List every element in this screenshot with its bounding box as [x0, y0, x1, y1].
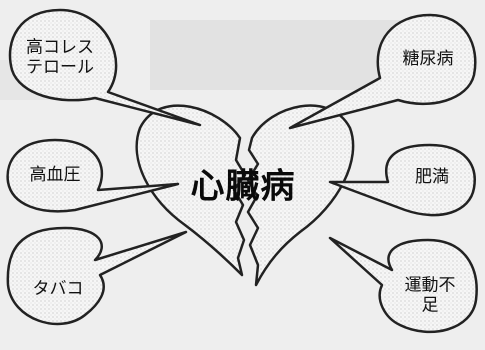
bubble-lack-of-exercise — [328, 236, 478, 334]
bubble-cholesterol — [8, 8, 202, 127]
label-tobacco: タバコ — [32, 279, 84, 300]
bubble-blood-pressure — [6, 138, 180, 213]
background-poster — [150, 20, 400, 90]
bubble-tobacco — [6, 226, 188, 326]
label-diabetes: 糖尿病 — [402, 49, 454, 70]
bubble-diabetes — [288, 13, 477, 130]
broken-heart-icon — [135, 104, 355, 287]
label-blood-pressure: 高血圧 — [29, 165, 81, 186]
center-title: 心臓病 — [190, 166, 296, 207]
label-obesity: 肥満 — [415, 167, 449, 188]
bubble-obesity — [328, 143, 476, 217]
label-cholesterol: 高コレス テロール — [26, 37, 94, 77]
label-lack-of-exercise: 運動不足 — [404, 275, 456, 315]
